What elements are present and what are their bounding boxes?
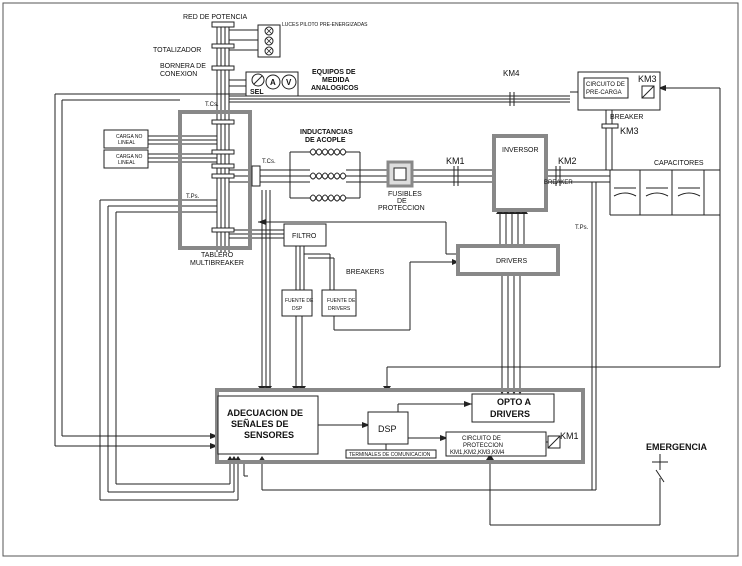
proteccion-label-1: CIRCUITO DE (462, 436, 501, 442)
bornera-label-1: BORNERA DE (160, 63, 206, 70)
km2-label: KM2 (558, 156, 577, 166)
page-border (2, 2, 739, 557)
proteccion-label-3: KM1,KM2,KM3,KM4 (450, 450, 505, 456)
capacitores-label: CAPACITORES (654, 160, 704, 167)
km3-side-label: KM3 (620, 126, 639, 136)
carga-no-lineal-2 (103, 149, 149, 169)
inversor-label: INVERSOR (502, 147, 539, 154)
terminales-label: TERMINALES DE COMUNICACION (349, 452, 431, 458)
wiring (54, 22, 721, 526)
opto-label-1: OPTO A (497, 397, 532, 407)
breaker-km3-label: BREAKER (610, 114, 643, 121)
control-board (215, 388, 585, 464)
fuente-dsp-label-1: FUENTE DE (285, 298, 314, 304)
fuente-dsp-label-2: DSP (292, 306, 303, 312)
voltmeter-icon (281, 74, 297, 90)
tcs-mid-block (251, 165, 261, 187)
km1-contact (453, 166, 459, 186)
dsp-block (367, 411, 409, 445)
terminales-block[interactable] (345, 449, 437, 459)
bornera-label-2: CONEXION (160, 71, 197, 78)
carga-1-label-a: CARGA NO (116, 134, 143, 140)
opto-label-2: DRIVERS (490, 409, 530, 419)
voltmeter-letter: V (286, 78, 292, 87)
inductor-icon (309, 148, 347, 202)
filtro-block (283, 223, 327, 247)
adecuacion-label-3: SENSORES (244, 430, 294, 440)
totalizador-breaker (211, 43, 235, 49)
precarga-label-2: PRE-CARGA (586, 90, 622, 96)
inductancias-label-1: INDUCTANCIAS (300, 129, 353, 136)
precarga-box (577, 71, 661, 111)
carga-1-label-b: LINEAL (118, 140, 135, 146)
carga-no-lineal-1 (103, 129, 149, 149)
fuente-drivers-block (321, 289, 357, 317)
tcs-mid-label: T.Cs. (262, 159, 276, 165)
adecuacion-label-2: SEÑALES DE (231, 419, 289, 429)
km1-relay-icon (547, 435, 561, 449)
fusibles-label-3: PROTECCION (378, 205, 425, 212)
source-terminal (211, 21, 235, 28)
tablero-multibreaker (178, 110, 252, 250)
adecuacion-block (217, 395, 319, 455)
red-potencia-label: RED DE POTENCIA (183, 14, 248, 21)
dsp-label: DSP (378, 424, 397, 434)
luces-piloto-label: LUCES PILOTO PRE-ENERGIZADAS (282, 22, 368, 28)
tablero-breakers (211, 119, 235, 233)
ammeter-letter: A (270, 78, 276, 87)
km4-label: KM4 (503, 69, 520, 78)
tps-right-label: T.Ps. (575, 225, 589, 231)
proteccion-block (445, 431, 547, 457)
bornera-block (211, 65, 235, 71)
precarga-breaker (601, 123, 619, 129)
breaker-km2-label: BREAKER (544, 180, 573, 186)
km2-contact (555, 166, 561, 186)
tablero-label-1: TABLERO (201, 252, 234, 259)
fusibles-label-2: DE (397, 198, 407, 205)
equipos-label-3: ANALOGICOS (311, 85, 359, 92)
fuente-drivers-label-1: FUENTE DE (327, 298, 356, 304)
tablero-label-2: MULTIBREAKER (190, 260, 244, 267)
carga-2-label-b: LINEAL (118, 160, 135, 166)
km3-top-label: KM3 (638, 74, 657, 84)
proteccion-label-2: PROTECCION (463, 443, 503, 449)
sel-label: SEL (250, 89, 264, 96)
totalizador-label: TOTALIZADOR (153, 47, 201, 54)
analog-meters (245, 71, 299, 97)
precarga-label-1: CIRCUITO DE (586, 82, 625, 88)
drivers-label: DRIVERS (496, 258, 527, 265)
ammeter-icon (265, 74, 281, 90)
equipos-label-1: EQUIPOS DE (312, 69, 356, 76)
adecuacion-label-1: ADECUACION DE (227, 408, 303, 418)
fuse-icon (393, 167, 407, 181)
filtro-label: FILTRO (292, 233, 317, 240)
tcs-left-label: T.Cs. (205, 102, 219, 108)
pilot-lights (257, 24, 281, 58)
equipos-label-2: MEDIDA (322, 77, 350, 84)
km1-top-label: KM1 (446, 156, 465, 166)
emergencia-label: EMERGENCIA (646, 442, 708, 452)
breakers-label: BREAKERS (346, 269, 384, 276)
emergency-switch-icon[interactable] (652, 454, 668, 483)
tps-left-label: T.Ps. (186, 194, 200, 200)
fuente-dsp-block (281, 289, 313, 317)
km4-contact (509, 92, 515, 106)
fusibles-label-1: FUSIBLES (388, 191, 422, 198)
carga-2-label-a: CARGA NO (116, 154, 143, 160)
inversor-block (492, 134, 548, 212)
capacitor-icon (613, 187, 701, 197)
opto-drivers-block (471, 393, 555, 423)
drivers-block (456, 244, 560, 276)
inductancias-label-2: DE ACOPLE (305, 137, 346, 144)
km1-bottom-label: KM1 (560, 431, 579, 441)
fuente-drivers-label-2: DRIVERS (328, 306, 351, 312)
